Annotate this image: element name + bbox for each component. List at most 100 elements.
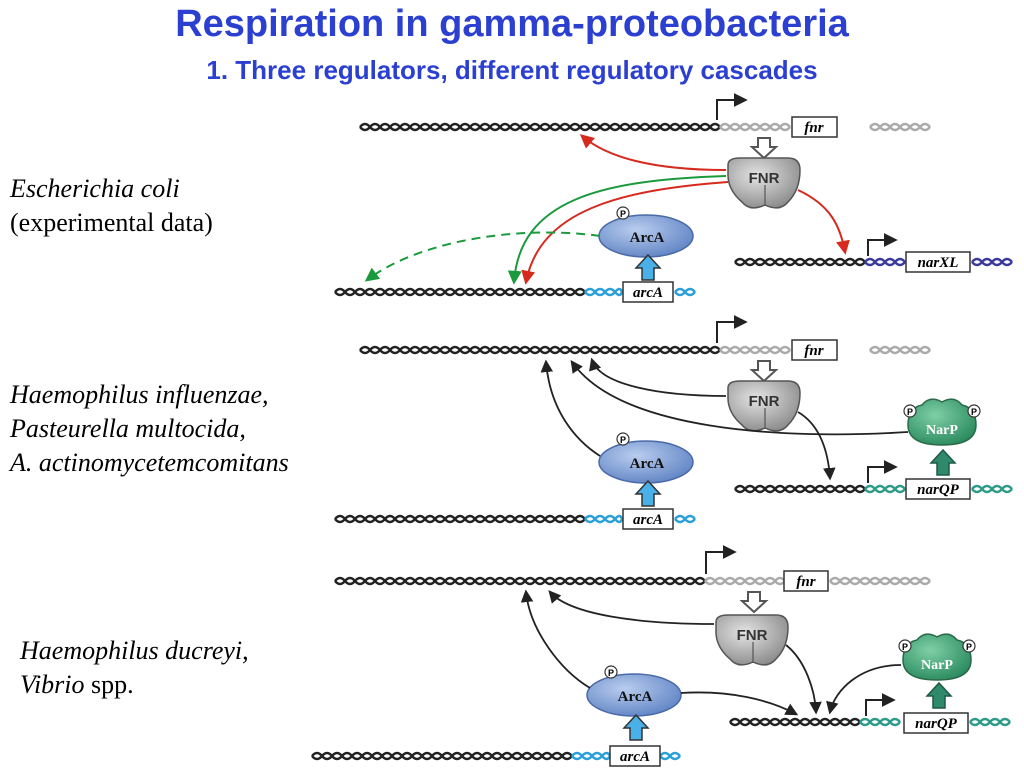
organism-label-ecoli: Escherichia coli (experimental data) xyxy=(10,172,213,240)
arca-protein: ArcA P xyxy=(598,432,694,484)
protein-label-narp: NarP xyxy=(926,423,958,438)
phosphate-icon xyxy=(903,404,917,418)
narp-protein: NarP P P xyxy=(903,398,981,446)
gene-label-fnr: fnr xyxy=(804,120,823,136)
svg-text:P: P xyxy=(907,407,913,417)
gene-label-arca: arcA xyxy=(633,512,663,528)
fnr-protein: FNR xyxy=(727,157,801,209)
fnr-protein: FNR xyxy=(715,614,789,666)
dna-strand xyxy=(334,287,696,297)
phosphate-icon xyxy=(616,206,630,220)
arca-protein: ArcA P xyxy=(598,206,694,258)
narp-protein: NarP P P xyxy=(898,633,976,681)
gene-label-arca: arcA xyxy=(620,749,650,765)
protein-label-fnr: FNR xyxy=(749,170,780,187)
phosphate-icon xyxy=(898,639,912,653)
narp-fnr-arrow xyxy=(570,359,909,436)
organism-label-ducreyi-group: Haemophilus ducreyi, Vibrio spp. xyxy=(20,634,249,702)
organism-suffix: spp. xyxy=(84,670,134,699)
svg-text:P: P xyxy=(902,642,908,652)
gene-box-arca xyxy=(622,281,674,303)
dna-strand xyxy=(334,514,696,524)
gene-box-fnr xyxy=(783,570,829,592)
expression-arrow xyxy=(739,591,769,614)
svg-text:P: P xyxy=(966,642,972,652)
organism-label-haemophilus-group: Haemophilus influenzae, Pasteurella mult… xyxy=(10,378,289,480)
fnr-narxl-arrow xyxy=(797,189,850,255)
svg-text:P: P xyxy=(620,435,626,445)
fnr-autoregulation-arrow xyxy=(589,357,727,397)
gene-label-narxl: narXL xyxy=(918,255,959,271)
dna-strand xyxy=(334,576,931,586)
svg-text:P: P xyxy=(620,209,626,219)
phosphate-icon xyxy=(604,665,618,679)
fnr-autoregulation-arrow xyxy=(579,134,727,171)
dna-strand xyxy=(729,717,1011,727)
dna-strand xyxy=(359,345,931,355)
gene-box-narqp xyxy=(905,478,971,500)
dna-strand xyxy=(359,122,931,132)
page-title: Respiration in gamma-proteobacteria xyxy=(175,3,849,45)
organism-line-2: Pasteurella multocida, xyxy=(10,414,246,443)
protein-label-arca: ArcA xyxy=(630,230,665,246)
phosphate-icon xyxy=(962,639,976,653)
svg-text:P: P xyxy=(971,407,977,417)
phosphate-icon xyxy=(967,404,981,418)
expression-arrow xyxy=(622,713,650,741)
protein-label-fnr: FNR xyxy=(737,627,768,644)
gene-label-fnr: fnr xyxy=(796,574,815,590)
gene-label-narqp: narQP xyxy=(917,482,960,498)
promoter-arrow xyxy=(867,233,898,256)
panel-haemophilus: fnr FNR NarP P P ArcA P xyxy=(334,315,1013,530)
gene-box-fnr xyxy=(791,339,838,361)
protein-label-arca: ArcA xyxy=(630,456,665,472)
fnr-autoregulation-arrow xyxy=(548,590,715,625)
organism-note: (experimental data) xyxy=(10,208,213,237)
gene-label-narqp: narQP xyxy=(915,716,958,732)
gene-box-arca xyxy=(622,508,674,530)
dna-strand xyxy=(734,257,1013,267)
expression-arrow xyxy=(749,360,779,383)
expression-arrow xyxy=(634,253,662,281)
expression-arrow xyxy=(925,681,953,709)
panel-ecoli: fnr FNR ArcA P arcA xyxy=(334,93,1013,303)
expression-arrow xyxy=(749,137,779,160)
arca-regulation-dashed-arrow xyxy=(364,231,601,282)
fnr-arca-green-arrow xyxy=(507,175,727,285)
organism-genus: Vibrio xyxy=(20,670,85,699)
gene-label-arca: arcA xyxy=(633,285,663,301)
gene-label-fnr: fnr xyxy=(804,343,823,359)
protein-label-fnr: FNR xyxy=(749,393,780,410)
gene-box-narqp xyxy=(903,712,969,734)
arca-fnr-arrow xyxy=(540,359,601,457)
arca-fnr-arrow xyxy=(520,589,591,689)
promoter-arrow xyxy=(867,460,898,483)
promoter-arrow xyxy=(705,545,737,574)
expression-arrow xyxy=(929,448,957,476)
promoter-arrow xyxy=(716,315,748,343)
fnr-narqp-arrow xyxy=(797,411,836,481)
promoter-arrow xyxy=(865,693,896,716)
dna-strand xyxy=(311,751,681,761)
gene-box-fnr xyxy=(791,116,838,138)
organism-line-1: Haemophilus influenzae, xyxy=(10,380,269,409)
dna-strand xyxy=(734,484,1013,494)
panel-ducreyi: fnr FNR ArcA P NarP P P xyxy=(311,545,1011,767)
phosphate-icon xyxy=(616,432,630,446)
expression-arrow xyxy=(634,479,662,507)
protein-label-narp: NarP xyxy=(921,658,953,673)
page-subtitle: 1. Three regulators, different regulator… xyxy=(206,55,818,85)
fnr-protein: FNR xyxy=(727,380,801,432)
gene-box-narxl xyxy=(905,251,971,273)
organism-line-3: A. actinomycetemcomitans xyxy=(10,448,289,477)
arca-narqp-arrow xyxy=(680,691,799,716)
gene-box-arca xyxy=(609,745,661,767)
organism-line-1: Haemophilus ducreyi, xyxy=(20,636,249,665)
organism-name: Escherichia coli xyxy=(10,174,180,203)
narp-narqp-arrow xyxy=(826,664,902,715)
arca-protein: ArcA P xyxy=(586,665,682,717)
fnr-narqp-arrow xyxy=(785,644,822,715)
promoter-arrow xyxy=(716,93,748,120)
fnr-arca-red-arrow xyxy=(521,181,729,285)
